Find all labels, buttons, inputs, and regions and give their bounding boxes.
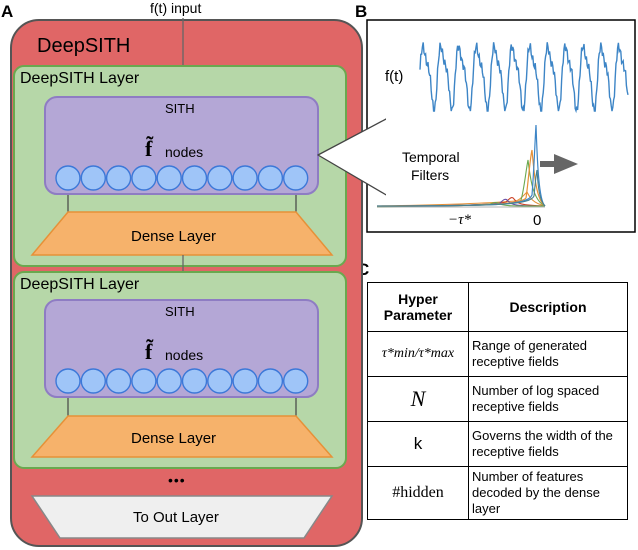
node-row <box>55 368 309 394</box>
input-label: f(t) input <box>150 0 202 16</box>
sith-node <box>105 165 132 191</box>
table-row: τ*min/τ*max Range of generated receptive… <box>367 331 628 377</box>
param-description: Number of log spaced receptive fields <box>468 376 628 422</box>
sith-node <box>257 368 284 394</box>
header-description: Description <box>468 282 628 332</box>
sith-label: SITH <box>165 101 195 116</box>
sith-node <box>283 368 309 394</box>
layer-title: DeepSITH Layer <box>20 70 140 87</box>
nodes-label: nodes <box>165 144 204 160</box>
param-symbol: N <box>367 376 469 422</box>
nodes-symbol: f̃ <box>145 136 153 161</box>
param-description: Governs the width of the receptive field… <box>468 421 628 467</box>
sith-node <box>156 368 182 394</box>
table-row: #hidden Number of features decoded by th… <box>367 466 628 520</box>
hyperparameter-table: Hyper Parameter Description τ*min/τ*max … <box>367 282 628 520</box>
sith-label: SITH <box>165 304 195 319</box>
sith-node <box>232 368 258 394</box>
param-symbol: #hidden <box>367 466 469 520</box>
sith-node <box>131 165 157 191</box>
panel-label-a: A <box>1 2 14 21</box>
nodes-label: nodes <box>165 347 204 363</box>
ellipsis: ••• <box>168 472 186 488</box>
filters-label-line2: Filters <box>411 167 450 183</box>
sith-node <box>55 165 81 191</box>
table-row: N Number of log spaced receptive fields <box>367 376 628 422</box>
sith-node <box>207 368 233 394</box>
sith-node <box>105 368 132 394</box>
sith-node <box>181 165 208 191</box>
sith-node <box>131 368 157 394</box>
deepsith-title: DeepSITH <box>37 35 131 57</box>
nodes-symbol: f̃ <box>145 339 153 364</box>
node-row <box>55 165 309 191</box>
sith-node <box>156 165 182 191</box>
sith-node <box>181 368 208 394</box>
signal-label: f(t) <box>385 68 404 85</box>
header-hyperparameter: Hyper Parameter <box>367 282 469 332</box>
param-description: Number of features decoded by the dense … <box>468 466 628 520</box>
out-layer-label: To Out Layer <box>133 509 219 526</box>
param-description: Range of generated receptive fields <box>468 331 628 377</box>
signal-trace <box>419 42 629 114</box>
table-header-row: Hyper Parameter Description <box>367 282 628 332</box>
sith-node <box>80 165 107 191</box>
panel-label-b: B <box>355 2 368 21</box>
sith-node <box>55 368 81 394</box>
temporal-filters <box>376 124 546 208</box>
sith-node <box>80 368 107 394</box>
sith-node <box>207 165 233 191</box>
sith-node <box>283 165 309 191</box>
param-symbol: τ*min/τ*max <box>367 331 469 377</box>
panel-b-frame <box>366 19 636 233</box>
sith-node <box>257 165 284 191</box>
tau-label: −τ* <box>448 212 471 228</box>
out-layer-shape <box>30 495 334 539</box>
dense-layer-shape <box>30 415 334 458</box>
dense-layer-label: Dense Layer <box>131 228 217 245</box>
param-symbol: k <box>367 421 469 467</box>
sith-node <box>232 165 258 191</box>
dense-layer-shape <box>30 211 334 256</box>
filters-label-line1: Temporal <box>402 149 460 165</box>
layer-title: DeepSITH Layer <box>20 276 140 293</box>
shift-arrow-icon <box>540 154 578 174</box>
table-row: k Governs the width of the receptive fie… <box>367 421 628 467</box>
zero-label: 0 <box>533 212 542 229</box>
dense-layer-label: Dense Layer <box>131 430 217 447</box>
